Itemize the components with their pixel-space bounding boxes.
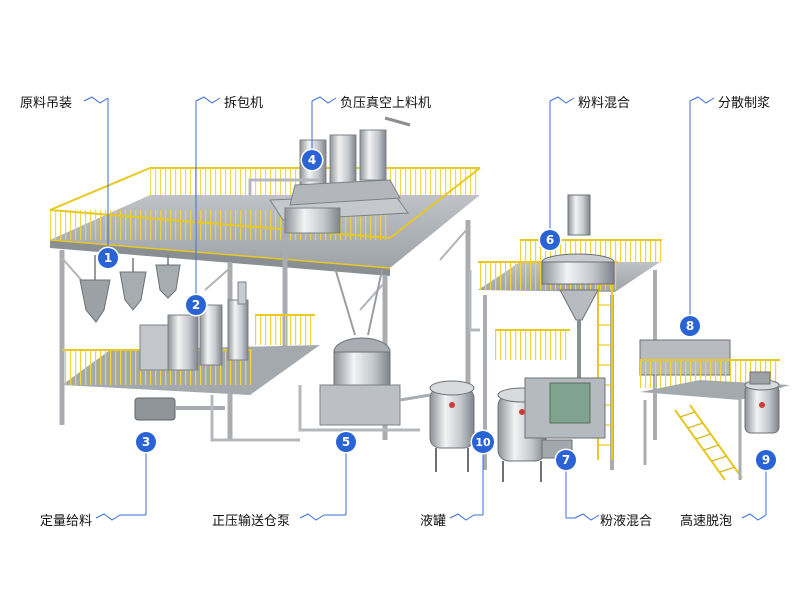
badge-9: 9 (756, 450, 776, 470)
badge-1: 1 (98, 248, 118, 268)
badge-3: 3 (136, 432, 156, 452)
vacuum-loader (269, 116, 411, 234)
label-unpacking-machine: 拆包机 (224, 96, 264, 111)
raw-material-hoist-bags (79, 255, 181, 323)
powder-liquid-mixer (524, 377, 606, 459)
label-dosing-feeder: 定量给料 (40, 514, 93, 529)
label-powder-mixing: 粉料混合 (578, 96, 631, 111)
badge-6: 6 (540, 230, 560, 250)
label-high-speed-defoaming: 高速脱泡 (680, 514, 733, 529)
defoaming-tank (744, 371, 780, 434)
bin-pump (319, 267, 431, 426)
powder-mixer (541, 194, 615, 380)
badge-4: 4 (302, 150, 322, 170)
badge-7: 7 (556, 450, 576, 470)
label-bin-pump: 正压输送仓泵 (212, 514, 291, 529)
label-vacuum-loader: 负压真空上料机 (340, 96, 432, 111)
unpacking-machine (139, 281, 249, 371)
label-dispersion-slurry: 分散制浆 (718, 96, 771, 111)
badge-8: 8 (680, 316, 700, 336)
badge-2: 2 (186, 295, 206, 315)
leader-lines (83, 96, 767, 521)
main-platform (49, 167, 481, 440)
dosing-feeder (134, 397, 225, 421)
badge-5: 5 (336, 432, 356, 452)
label-raw-material-hoisting: 原料吊装 (20, 96, 73, 111)
label-liquid-tank: 液罐 (420, 514, 447, 529)
badge-10: 10 (472, 431, 494, 453)
piping (210, 178, 480, 442)
label-powder-liquid-mixing: 粉液混合 (600, 514, 653, 529)
